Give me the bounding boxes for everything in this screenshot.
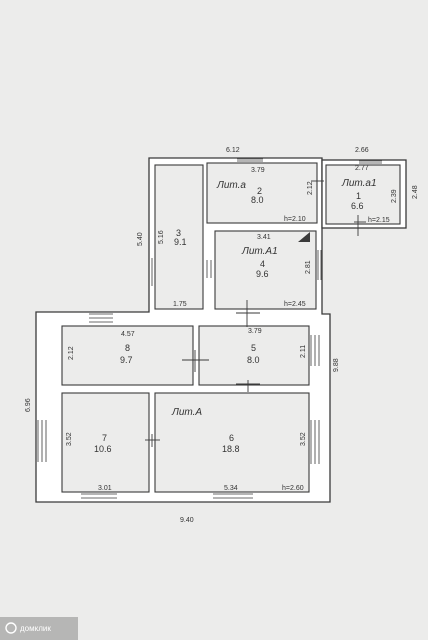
room-5 [198, 325, 310, 386]
section-label-a1-small: Лит.а1 [341, 178, 377, 189]
room-1-dim-b: 2.77 [355, 165, 369, 172]
room-6-number: 6 [229, 433, 234, 443]
room-8-dim-a: 4.57 [121, 331, 135, 338]
dim-overall-width: 9.40 [180, 517, 194, 524]
room-4-area: 9.6 [256, 269, 269, 279]
room-2-height: h=2.10 [284, 216, 306, 223]
room-7 [61, 392, 150, 493]
dim-right: 9.88 [333, 358, 340, 372]
room-4-dim-b: 2.81 [305, 260, 312, 274]
room-1-area: 6.6 [351, 201, 364, 211]
room-5-dim-b: 2.11 [300, 345, 307, 358]
section-label-a1: Лит.А1 [241, 246, 278, 257]
room-6-area: 18.8 [222, 444, 240, 454]
room-2-number: 2 [257, 186, 262, 196]
room-7-dim-b: 3.01 [98, 485, 112, 492]
room-5-dim-a: 3.79 [248, 328, 262, 335]
watermark-text: домклик [20, 624, 51, 633]
room-4 [214, 230, 317, 310]
room-3-dim-b: 1.75 [173, 301, 187, 308]
room-3-dim-a: 5.16 [158, 230, 165, 244]
room-6 [154, 392, 310, 493]
room-1-number: 1 [356, 191, 361, 201]
room-4-number: 4 [260, 259, 265, 269]
door-marks [145, 176, 366, 447]
room-8-dim-b: 2.12 [68, 346, 75, 360]
room-2-area: 8.0 [251, 195, 264, 205]
room-1-dim-d: 2.48 [412, 185, 419, 199]
section-label-a-small: Лит.а [216, 180, 246, 191]
room-7-number: 7 [102, 433, 107, 443]
room-8-area: 9.7 [120, 355, 133, 365]
room-1-dim-c: 2.39 [391, 189, 398, 203]
room-5-number: 5 [251, 343, 256, 353]
room-2 [206, 162, 318, 224]
room-3-area: 9.1 [174, 237, 187, 247]
room-7-dim-a: 3.52 [66, 432, 73, 446]
room-3-number: 3 [176, 228, 181, 238]
room-1-height: h=2.15 [368, 217, 390, 224]
room-2-dim-b: 2.12 [307, 181, 314, 195]
room-1-dim-a: 2.66 [355, 147, 369, 154]
room-2-dim-a: 3.79 [251, 167, 265, 174]
room-4-dim-a: 3.41 [257, 234, 271, 241]
dim-left-upper: 5.40 [137, 232, 144, 246]
room-1 [325, 164, 401, 225]
dim-top-width: 6.12 [226, 147, 240, 154]
room-6-height: h=2.60 [282, 485, 304, 492]
dim-overall-depth: 6.96 [25, 398, 32, 412]
stair-icon [298, 232, 310, 242]
room-5-area: 8.0 [247, 355, 260, 365]
room-3 [154, 164, 204, 310]
room-6-dim-b: 5.34 [224, 485, 238, 492]
room-8 [61, 325, 194, 386]
window-marks [37, 158, 382, 503]
room-8-number: 8 [125, 343, 130, 353]
room-4-height: h=2.45 [284, 301, 306, 308]
room-7-area: 10.6 [94, 444, 112, 454]
section-label-a-main: Лит.А [171, 407, 202, 418]
domclick-logo: домклик [0, 617, 78, 640]
room-6-dim-a: 3.52 [300, 432, 307, 446]
